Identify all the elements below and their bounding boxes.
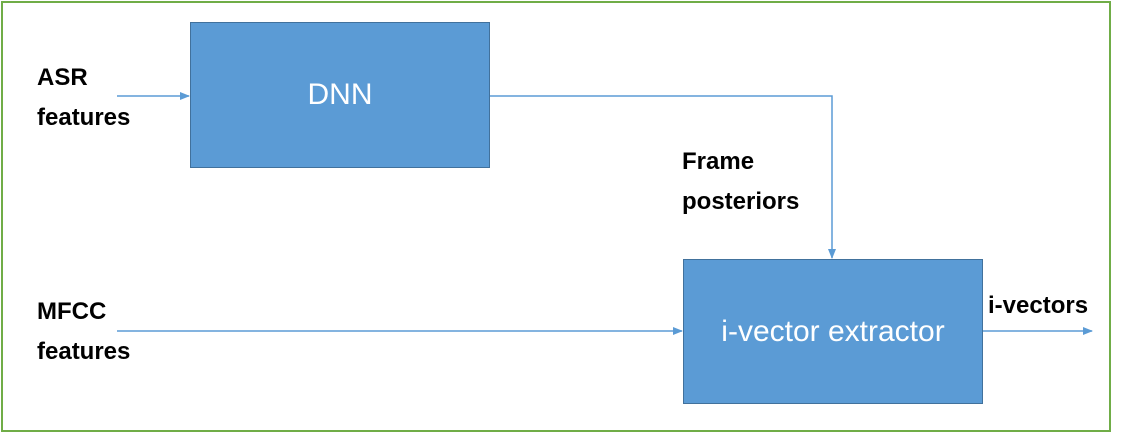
dnn-node-label: DNN (307, 78, 373, 111)
mfcc-features-label-line1: MFCC (37, 298, 107, 325)
ivector-extractor-node: i-vector extractor (683, 259, 983, 404)
asr-features-label-line1: ASR (37, 64, 88, 91)
ivectors-output-label: i-vectors (988, 286, 1088, 326)
ivectors-output-label-text: i-vectors (988, 292, 1089, 319)
mfcc-features-label: MFCC features (37, 292, 130, 372)
frame-posteriors-label-line1: Frame (682, 148, 755, 175)
ivector-extractor-node-label: i-vector extractor (721, 314, 945, 348)
asr-features-label-line2: features (37, 104, 131, 131)
mfcc-features-label-line2: features (37, 338, 131, 365)
frame-posteriors-label: Frame posteriors (682, 142, 799, 222)
asr-features-label: ASR features (37, 58, 130, 138)
dnn-node: DNN (190, 22, 490, 168)
arrow-dnn-to-extractor (490, 95, 836, 259)
frame-posteriors-label-line2: posteriors (682, 188, 800, 215)
diagram-frame (1, 1, 1111, 432)
